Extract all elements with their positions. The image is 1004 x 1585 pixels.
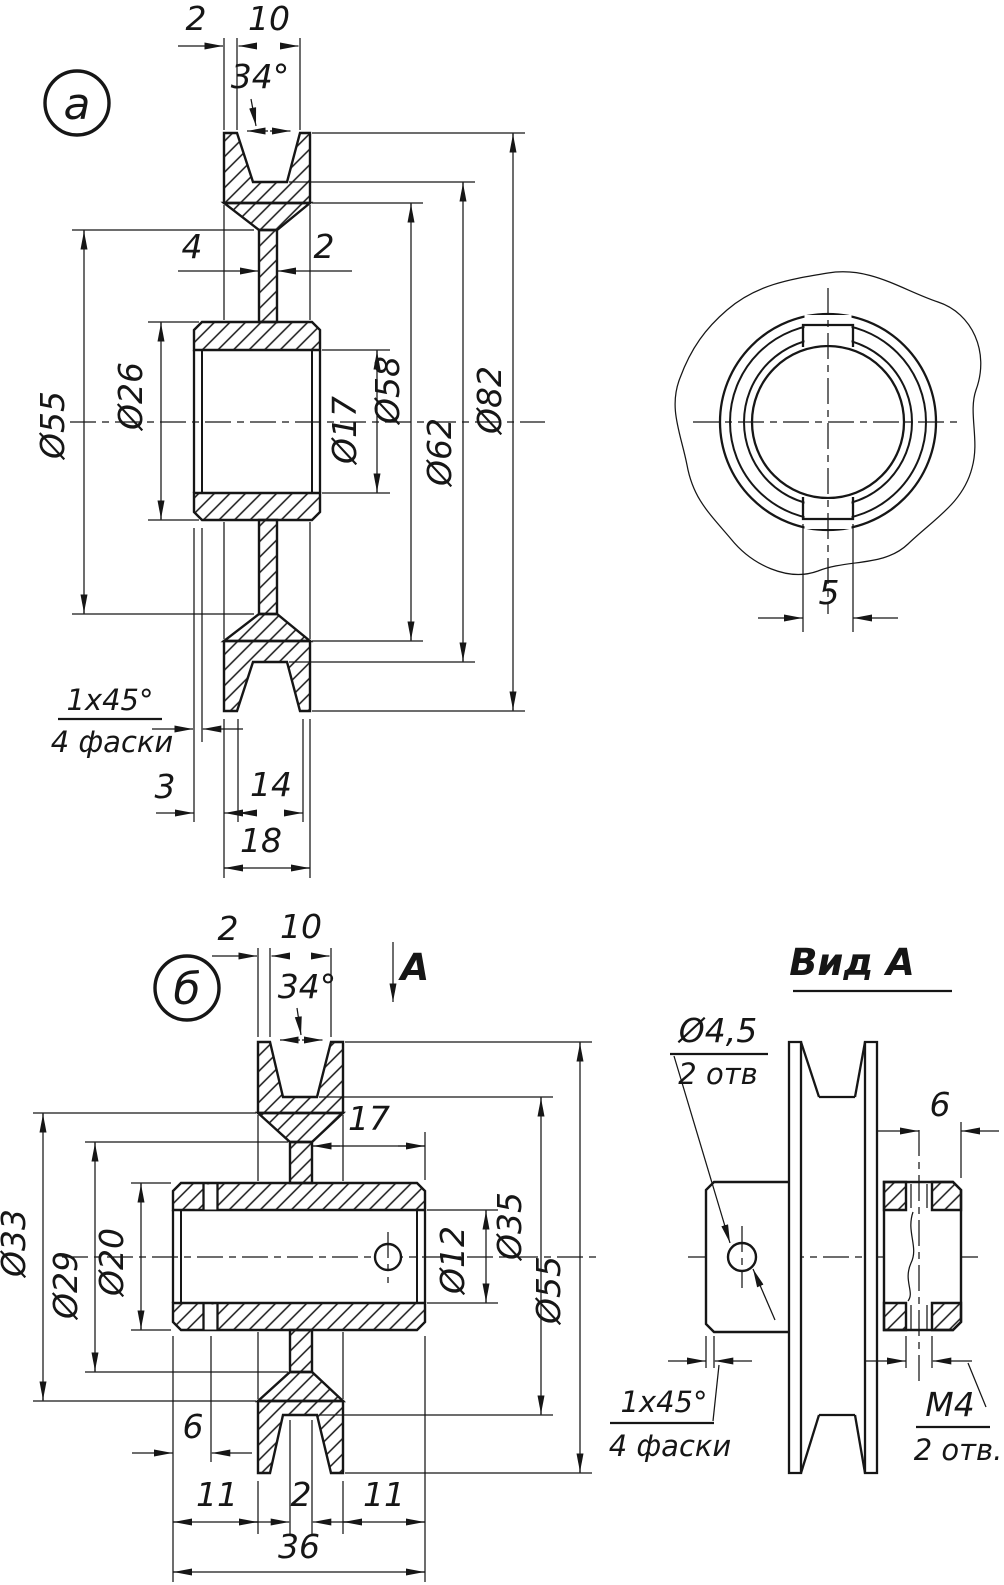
dim-lines-top-b <box>212 948 332 1044</box>
view-arrow-label: A <box>398 946 430 989</box>
dim-lines-17-b <box>313 1132 426 1180</box>
dim-dia20-b: Ø20 <box>92 1228 131 1298</box>
panel-b-label: б <box>173 964 200 1015</box>
hole-leader <box>673 1055 776 1321</box>
dim-web-2-a: 2 <box>314 227 335 266</box>
hub-top-flange-section <box>192 320 322 352</box>
hole-dia-label: Ø4,5 <box>677 1011 757 1050</box>
panel-a-label: а <box>64 79 91 130</box>
dim-lines-keyway <box>758 524 898 632</box>
cone-bottom-section-b <box>254 1370 347 1403</box>
web-top-section-b <box>288 1140 314 1185</box>
dim-17-b: 17 <box>348 1099 390 1138</box>
dim-lines-bottom-a <box>152 528 311 878</box>
dim-angle-a: 34° <box>231 57 290 96</box>
dim-3-a: 3 <box>155 767 176 806</box>
dimensions-pulley-a: 2 10 34° 4 2 <box>33 0 525 878</box>
hub-bottom-flange-section <box>192 491 322 522</box>
dim-5-keyway: 5 <box>819 573 840 612</box>
chamfer-note-view-a: 4 фаски <box>609 1429 732 1463</box>
disc-profile <box>787 1040 879 1475</box>
web-bottom-section-b <box>288 1328 314 1374</box>
chamfer-dim-view-a <box>668 1336 752 1422</box>
dim-dia17-a: Ø17 <box>325 396 364 466</box>
cone-bottom-section <box>220 612 314 643</box>
dimensions-pulley-b: 2 10 34° A 17 <box>0 907 592 1582</box>
dim-top-10-a: 10 <box>248 0 290 38</box>
m4-section-top-right <box>930 1180 963 1212</box>
view-a-title: Вид А <box>789 941 915 984</box>
dim-top-10-b: 10 <box>280 907 322 946</box>
section-view-pulley-a: а <box>43 69 545 713</box>
local-break-line <box>907 1211 915 1302</box>
dim-lines-top-a <box>178 38 301 130</box>
web-top-section <box>257 228 279 324</box>
thread-count-view-a: 2 отв. <box>914 1433 1003 1467</box>
dim-web-4-a: 4 <box>182 227 203 266</box>
panel-a-badge <box>43 69 111 137</box>
m4-section-bottom-left <box>882 1301 908 1332</box>
thread-dim-view-a <box>866 1336 987 1408</box>
m4-section-bottom-right <box>930 1301 963 1332</box>
rim-bottom-section-b <box>256 1399 345 1475</box>
dim-dia26-a: Ø26 <box>111 362 150 432</box>
dim-18-a: 18 <box>240 821 282 860</box>
section-view-pulley-b: б <box>62 954 600 1475</box>
m4-thread-lines <box>910 1184 928 1329</box>
m4-hole-edges-b <box>202 1183 219 1330</box>
dim-36-b: 36 <box>278 1527 320 1566</box>
dim-dia29-b: Ø29 <box>46 1251 85 1321</box>
dim-lines-6-view-a <box>878 1122 999 1178</box>
cone-top-section <box>220 201 314 232</box>
dim-lines-diameters-b <box>33 1041 592 1474</box>
hub-bore-edges-b <box>171 1210 427 1303</box>
rim-bottom-section <box>222 639 312 713</box>
m4-hole-top-mask <box>204 1184 217 1210</box>
rim-top-section <box>222 131 312 205</box>
cone-top-section-b <box>254 1111 347 1144</box>
rim-silhouette-edges-a <box>223 205 311 639</box>
dim-11-left-b: 11 <box>196 1475 238 1514</box>
dim-top-2-a: 2 <box>186 0 207 38</box>
dim-dia55-b: Ø55 <box>529 1256 568 1326</box>
dim-dia35-b: Ø35 <box>490 1192 529 1262</box>
dim-dia82-a: Ø82 <box>470 366 509 436</box>
dim-lines-bottom-b <box>132 1336 426 1582</box>
dim-6-view-a: 6 <box>930 1085 951 1124</box>
keyway-partial-view: 5 <box>674 271 982 632</box>
dim-dia12-b: Ø12 <box>433 1226 472 1296</box>
dim-angle-b: 34° <box>278 967 337 1006</box>
dim-lines-angle-a <box>247 98 291 135</box>
dim-6-b: 6 <box>183 1407 204 1446</box>
chamfer-a: 1x45° <box>66 683 153 717</box>
hole-count-label: 2 отв <box>678 1057 757 1091</box>
dim-dia33-b: Ø33 <box>0 1209 33 1279</box>
dim-dia55-a: Ø55 <box>33 391 72 461</box>
dim-dia58-a: Ø58 <box>368 356 407 426</box>
dim-14-a: 14 <box>250 765 292 804</box>
panel-b-badge <box>153 954 221 1022</box>
dim-lines-diameters-a <box>72 132 525 712</box>
hub-bore-edges-a <box>192 350 322 493</box>
chamfer-view-a: 1x45° <box>620 1385 707 1419</box>
break-outline <box>674 271 982 575</box>
dim-2-web-b: 2 <box>291 1475 312 1514</box>
rim-top-section-b <box>256 1040 345 1115</box>
dim-top-2-b: 2 <box>218 909 239 948</box>
m4-hole-bottom-mask <box>204 1304 217 1330</box>
dim-11-right-b: 11 <box>363 1475 405 1514</box>
side-view-a: Вид А Ø4,5 2 <box>609 941 1003 1475</box>
thread-view-a: M4 <box>925 1385 974 1424</box>
web-bottom-section <box>257 518 279 616</box>
m4-section-top-left <box>882 1180 908 1212</box>
dim-dia62-a: Ø62 <box>420 418 459 488</box>
chamfer-note-a: 4 фаски <box>51 725 174 759</box>
rim-silhouette-edges-b <box>257 1115 344 1399</box>
